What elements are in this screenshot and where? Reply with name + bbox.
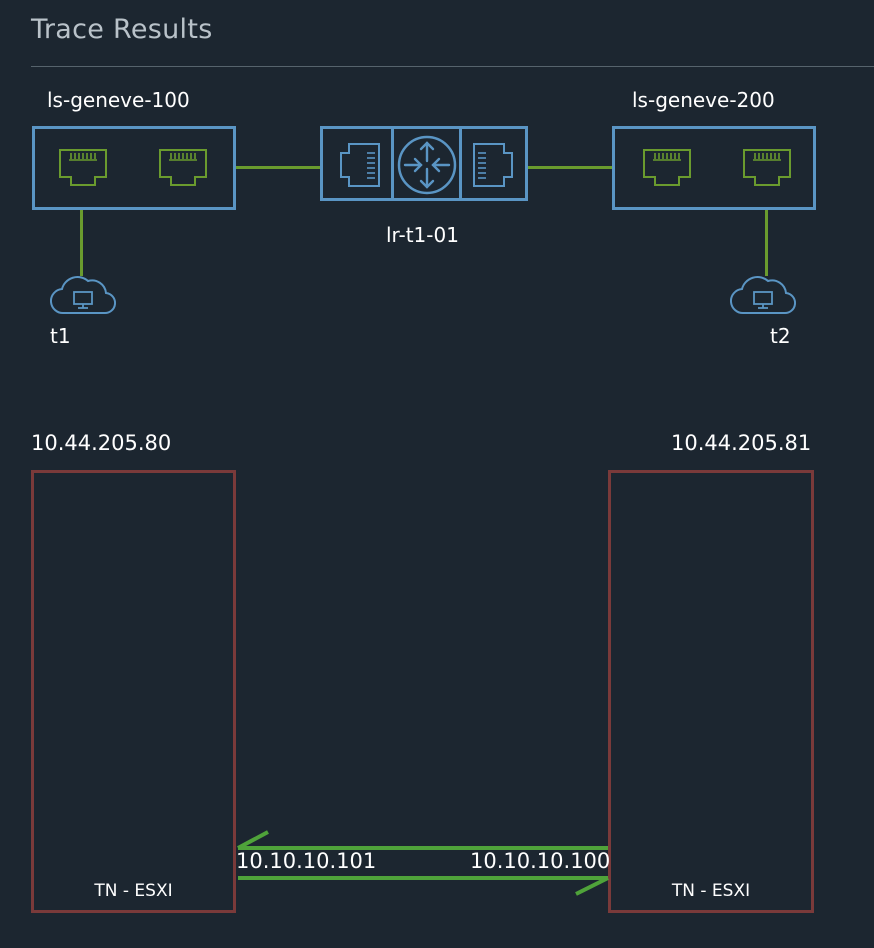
switch-left-label: ls-geneve-100 bbox=[47, 88, 190, 112]
host-right-type: TN - ESXI bbox=[671, 881, 751, 901]
page-title: Trace Results bbox=[31, 14, 213, 45]
ethernet-port-icon[interactable] bbox=[641, 147, 693, 189]
vm-right-label: t2 bbox=[770, 324, 791, 348]
ethernet-port-icon[interactable] bbox=[157, 147, 209, 189]
link-switch-left-router bbox=[236, 166, 320, 169]
ethernet-port-icon[interactable] bbox=[741, 147, 793, 189]
cloud-vm-icon[interactable] bbox=[730, 272, 796, 316]
host-right-ip: 10.44.205.81 bbox=[671, 431, 812, 455]
link-switch-left-vm bbox=[80, 210, 83, 276]
host-right[interactable]: TN - ESXI bbox=[608, 470, 814, 913]
link-router-switch-right bbox=[528, 166, 612, 169]
link-switch-right-vm bbox=[765, 210, 768, 276]
tunnel-right-ip: 10.10.10.100 bbox=[470, 849, 611, 873]
switch-right-label: ls-geneve-200 bbox=[632, 88, 775, 112]
router-divider bbox=[459, 129, 462, 198]
host-left-type: TN - ESXI bbox=[94, 881, 173, 901]
router-icon[interactable] bbox=[396, 134, 458, 196]
switch-left[interactable] bbox=[32, 126, 236, 210]
tunnel-left-ip: 10.10.10.101 bbox=[236, 849, 377, 873]
tunnel-arrows bbox=[236, 828, 610, 896]
router[interactable] bbox=[320, 126, 528, 201]
router-label: lr-t1-01 bbox=[386, 223, 459, 247]
cloud-vm-icon[interactable] bbox=[50, 272, 116, 316]
ethernet-port-icon[interactable] bbox=[57, 147, 109, 189]
switch-right[interactable] bbox=[612, 126, 816, 210]
ethernet-port-icon[interactable] bbox=[470, 141, 516, 189]
title-divider bbox=[31, 66, 874, 67]
router-divider bbox=[391, 129, 394, 198]
ethernet-port-icon[interactable] bbox=[337, 141, 383, 189]
vm-left-label: t1 bbox=[50, 324, 71, 348]
host-left-ip: 10.44.205.80 bbox=[31, 431, 172, 455]
host-left[interactable]: TN - ESXI bbox=[31, 470, 236, 913]
